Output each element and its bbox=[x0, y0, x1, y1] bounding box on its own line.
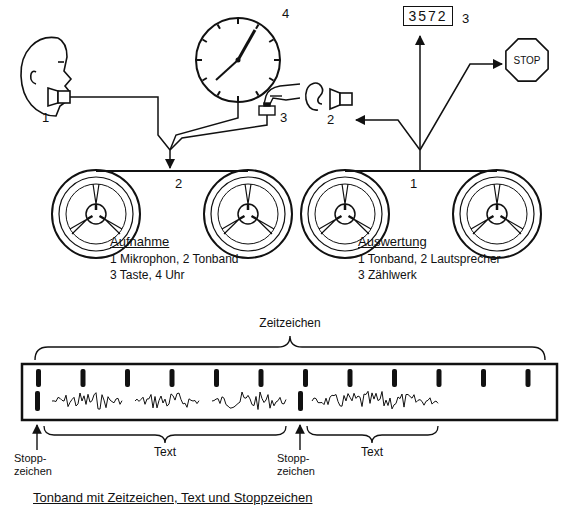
time-mark bbox=[214, 369, 219, 387]
legend-line: 1 Mikrophon, 2 Tonband bbox=[110, 252, 239, 266]
callout-number: 1 bbox=[410, 176, 417, 192]
time-mark bbox=[170, 369, 175, 387]
callout-number: 4 bbox=[282, 6, 289, 22]
waveform bbox=[52, 393, 122, 409]
clock-tick bbox=[256, 24, 259, 28]
time-mark bbox=[259, 369, 264, 387]
waveforms bbox=[52, 391, 438, 409]
tape bbox=[96, 170, 248, 172]
clock-tick bbox=[197, 59, 202, 61]
waveform bbox=[312, 391, 438, 409]
loudspeaker bbox=[330, 89, 352, 109]
tape-reel bbox=[204, 170, 292, 258]
counter-display: 3572 bbox=[403, 6, 452, 26]
clock-tick bbox=[256, 91, 259, 95]
pointer-label: Stopp- zeichen bbox=[14, 452, 66, 478]
callout-number: 3 bbox=[280, 110, 287, 126]
signal-wires bbox=[356, 36, 502, 171]
callout-number: 2 bbox=[175, 176, 182, 192]
clock-tick bbox=[202, 78, 206, 81]
time-mark bbox=[303, 369, 308, 387]
section-title: Auswertung bbox=[358, 234, 427, 250]
head-profile bbox=[21, 37, 71, 116]
microphone bbox=[48, 88, 70, 106]
time-mark bbox=[348, 369, 353, 387]
clock-tick bbox=[269, 78, 273, 81]
tape bbox=[345, 170, 497, 172]
time-mark bbox=[437, 369, 442, 387]
clock-tick bbox=[218, 91, 221, 95]
clock-tick bbox=[237, 96, 239, 101]
node-text: STOP bbox=[513, 55, 540, 66]
clock-tick bbox=[218, 24, 221, 28]
caption: Tonband mit Zeitzeichen, Text und Stoppz… bbox=[33, 490, 312, 506]
time-mark bbox=[526, 369, 531, 387]
ear bbox=[306, 83, 323, 110]
waveform bbox=[212, 392, 286, 410]
time-mark bbox=[392, 369, 397, 387]
legend-line: 3 Zählwerk bbox=[358, 268, 417, 282]
brace bbox=[307, 426, 438, 443]
tape-strip bbox=[22, 364, 557, 420]
section-title: Aufnahme bbox=[110, 234, 169, 250]
legend-line: 1 Tonband, 2 Lautsprecher bbox=[358, 252, 501, 266]
clock-tick bbox=[274, 59, 279, 61]
brace-label: Text bbox=[154, 445, 176, 459]
clock bbox=[196, 18, 280, 102]
time-mark bbox=[36, 369, 41, 387]
clock-tick bbox=[202, 40, 206, 43]
brace bbox=[44, 426, 286, 443]
hand-key bbox=[259, 84, 300, 115]
stop-marks bbox=[35, 391, 303, 411]
callout-number: 3 bbox=[462, 11, 469, 27]
time-mark bbox=[125, 369, 130, 387]
brace-label: Zeitzeichen bbox=[259, 316, 320, 330]
time-mark bbox=[481, 369, 486, 387]
brace-label: Text bbox=[361, 445, 383, 459]
node-text: 3572 bbox=[408, 8, 447, 24]
callout-number: 1 bbox=[42, 110, 49, 126]
pointer-label: Stopp- zeichen bbox=[277, 452, 329, 478]
legend-line: 3 Taste, 4 Uhr bbox=[110, 268, 184, 282]
time-mark bbox=[81, 369, 86, 387]
time-marks bbox=[36, 369, 531, 387]
callout-number: 2 bbox=[327, 112, 334, 128]
pointer-arrow bbox=[36, 425, 37, 450]
stop-sign: STOP bbox=[505, 38, 549, 82]
clock-tick bbox=[269, 40, 273, 43]
clock-tick bbox=[237, 19, 239, 24]
waveform bbox=[135, 393, 199, 408]
pointer-arrow bbox=[299, 425, 300, 450]
brace bbox=[35, 336, 545, 360]
signal-wires bbox=[70, 97, 267, 168]
tape-reel bbox=[453, 170, 541, 258]
